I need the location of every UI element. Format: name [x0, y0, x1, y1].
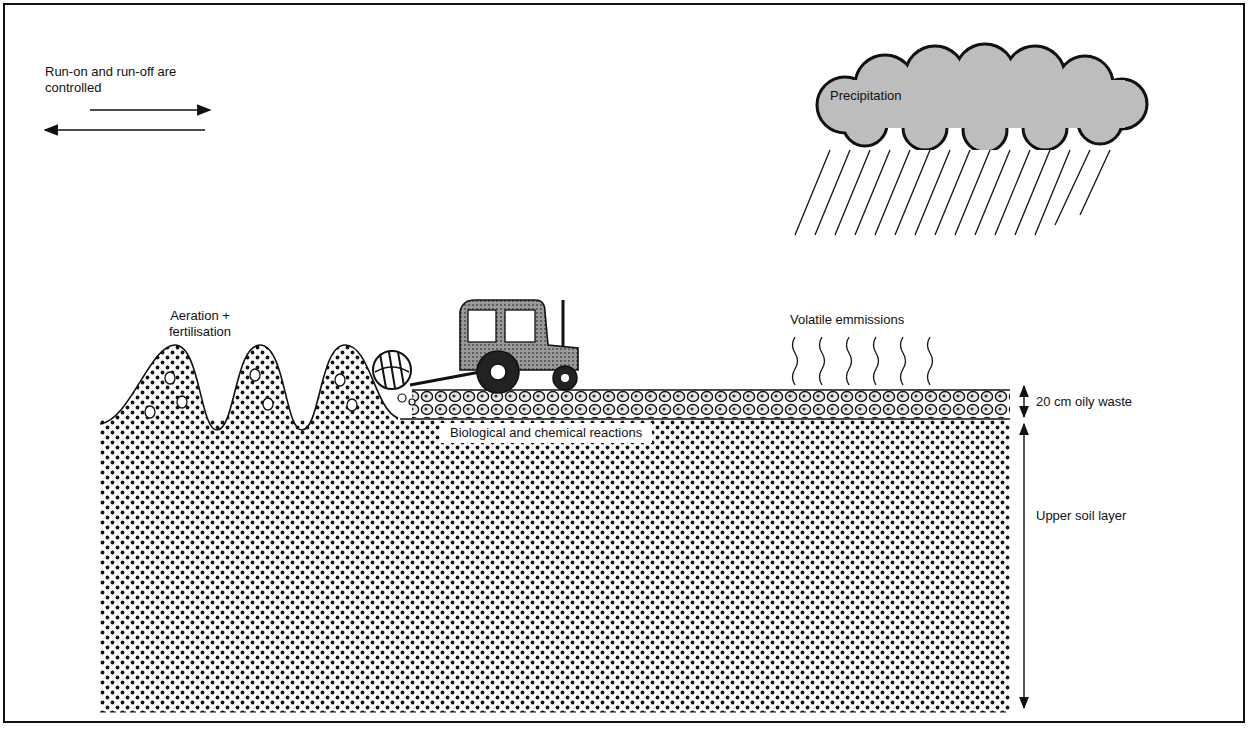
oily-depth-arrow [1023, 386, 1024, 417]
cloud-label: Precipitation [830, 88, 902, 104]
soil-layer [100, 420, 1010, 712]
run-off-arrow [45, 129, 205, 131]
fertiliser-pellets [145, 369, 357, 418]
tractor [410, 300, 578, 393]
oily-waste-layer [412, 391, 1010, 418]
soil-base [100, 711, 1010, 712]
process-label: Biological and chemical reactions [440, 423, 652, 443]
soil-depth-arrow [1023, 424, 1024, 708]
emission-wisps [793, 337, 933, 385]
precipitation-cloud: Precipitation [800, 40, 1160, 150]
rain-lines [795, 150, 1110, 235]
aeration-label: Aeration + fertilisation [148, 308, 252, 340]
layer-label: Upper soil layer [1036, 508, 1236, 524]
run-on-arrow [90, 109, 210, 111]
frame [4, 4, 1244, 722]
dimension-label: 20 cm oily waste [1036, 394, 1236, 410]
emissions-label: Volatile emmissions [790, 312, 960, 328]
runoff-note: Run-on and run-off are controlled [45, 64, 195, 96]
ridge-outline [100, 345, 398, 430]
rotary-tiller [373, 351, 415, 405]
tilled-ridges [100, 345, 398, 430]
